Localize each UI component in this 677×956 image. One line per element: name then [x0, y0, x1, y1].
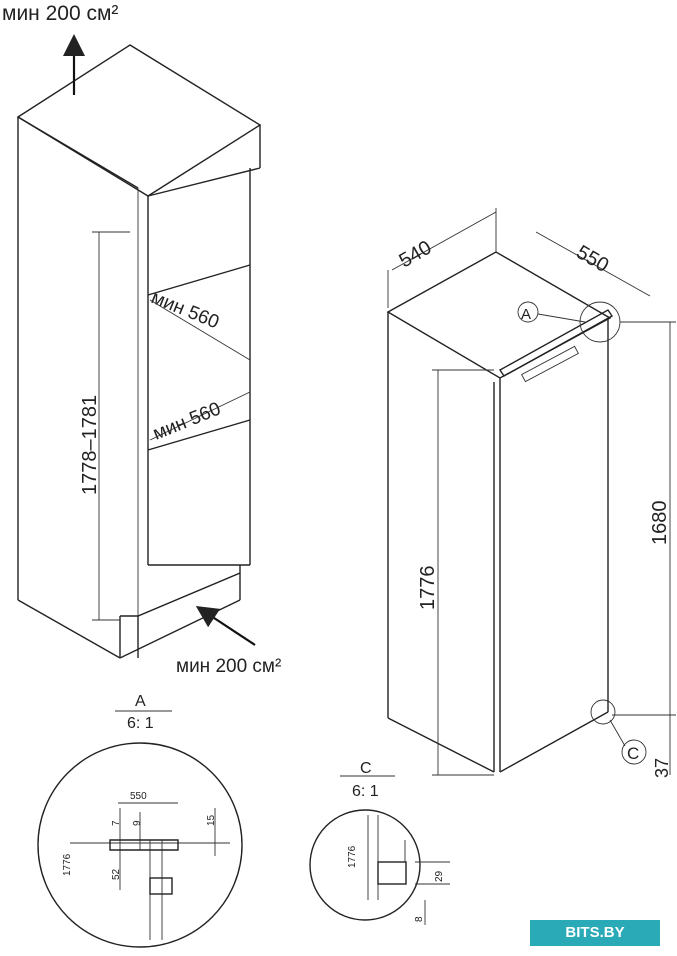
niche-width-label-2: мин 560 [150, 399, 224, 445]
detail-c-dim-29: 29 [434, 870, 445, 882]
unit-width-label: 540 [396, 237, 436, 273]
detail-c-title: C [360, 760, 372, 777]
niche-width-label-1: мин 560 [148, 287, 222, 333]
vent-top-label: мин 200 см² [2, 2, 118, 25]
detail-c [309, 775, 450, 925]
detail-c-scale: 6: 1 [352, 783, 379, 800]
watermark-logo: BITS.BY [530, 920, 660, 946]
detail-a-dim-15: 15 [206, 814, 217, 826]
bottom-gap-label: 37 [652, 758, 672, 778]
detail-a-dim-7: 7 [111, 820, 122, 826]
callout-a-label: A [521, 306, 531, 323]
detail-a-dim-9: 9 [132, 820, 143, 826]
detail-c-dim-1776: 1776 [347, 845, 358, 868]
detail-a-scale: 6: 1 [127, 715, 154, 732]
appliance [386, 208, 676, 776]
detail-a-title: A [135, 693, 146, 710]
detail-a-dim-550: 550 [130, 791, 147, 802]
detail-a-dim-52: 52 [111, 868, 122, 880]
door-height-label: 1680 [649, 501, 671, 546]
niche-height-label: 1778–1781 [79, 395, 101, 495]
cabinet-niche [16, 34, 262, 659]
vent-bottom-label: мин 200 см² [176, 656, 281, 677]
unit-height-label: 1776 [417, 566, 439, 611]
detail-a [37, 710, 243, 948]
callout-c-label: C [627, 744, 639, 763]
detail-a-dim-1776: 1776 [62, 853, 73, 876]
detail-c-dim-8: 8 [414, 916, 425, 922]
